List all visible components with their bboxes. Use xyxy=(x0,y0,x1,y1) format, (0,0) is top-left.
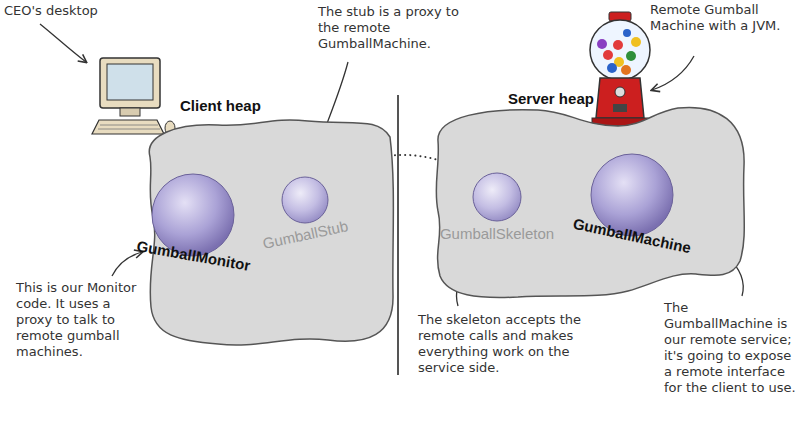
annotation-note: The GumballMachine is our remote service… xyxy=(664,300,798,396)
object-circle: GumballMonitor xyxy=(134,173,253,266)
annotation-note: This is our Monitor code. It uses a prox… xyxy=(16,280,144,360)
divider-line xyxy=(397,95,399,375)
heap-region: Server heapGumballSkeleton GumballMachine xyxy=(428,86,750,308)
heap-region: Client heapGumballMonitorGumballStub xyxy=(138,95,400,350)
gumball-machine-icon xyxy=(590,12,650,126)
circle-shape xyxy=(281,176,329,224)
annotation-note: The stub is a proxy to the remote Gumbal… xyxy=(318,4,460,52)
object-name: GumballSkeleton xyxy=(440,225,554,242)
annotation-note: Remote Gumball Machine with a JVM. xyxy=(650,2,798,34)
object-circle: GumballMachine xyxy=(570,153,695,246)
heap-title: Server heap xyxy=(508,90,594,107)
circle-shape xyxy=(472,172,522,222)
heap-title: Client heap xyxy=(180,97,261,114)
object-circle: GumballSkeleton xyxy=(438,172,557,244)
annotation-note: CEO's desktop xyxy=(4,3,124,19)
annotation-note: The skeleton accepts the remote calls an… xyxy=(418,312,600,376)
computer-icon xyxy=(92,58,175,135)
object-circle: GumballStub xyxy=(260,176,351,245)
